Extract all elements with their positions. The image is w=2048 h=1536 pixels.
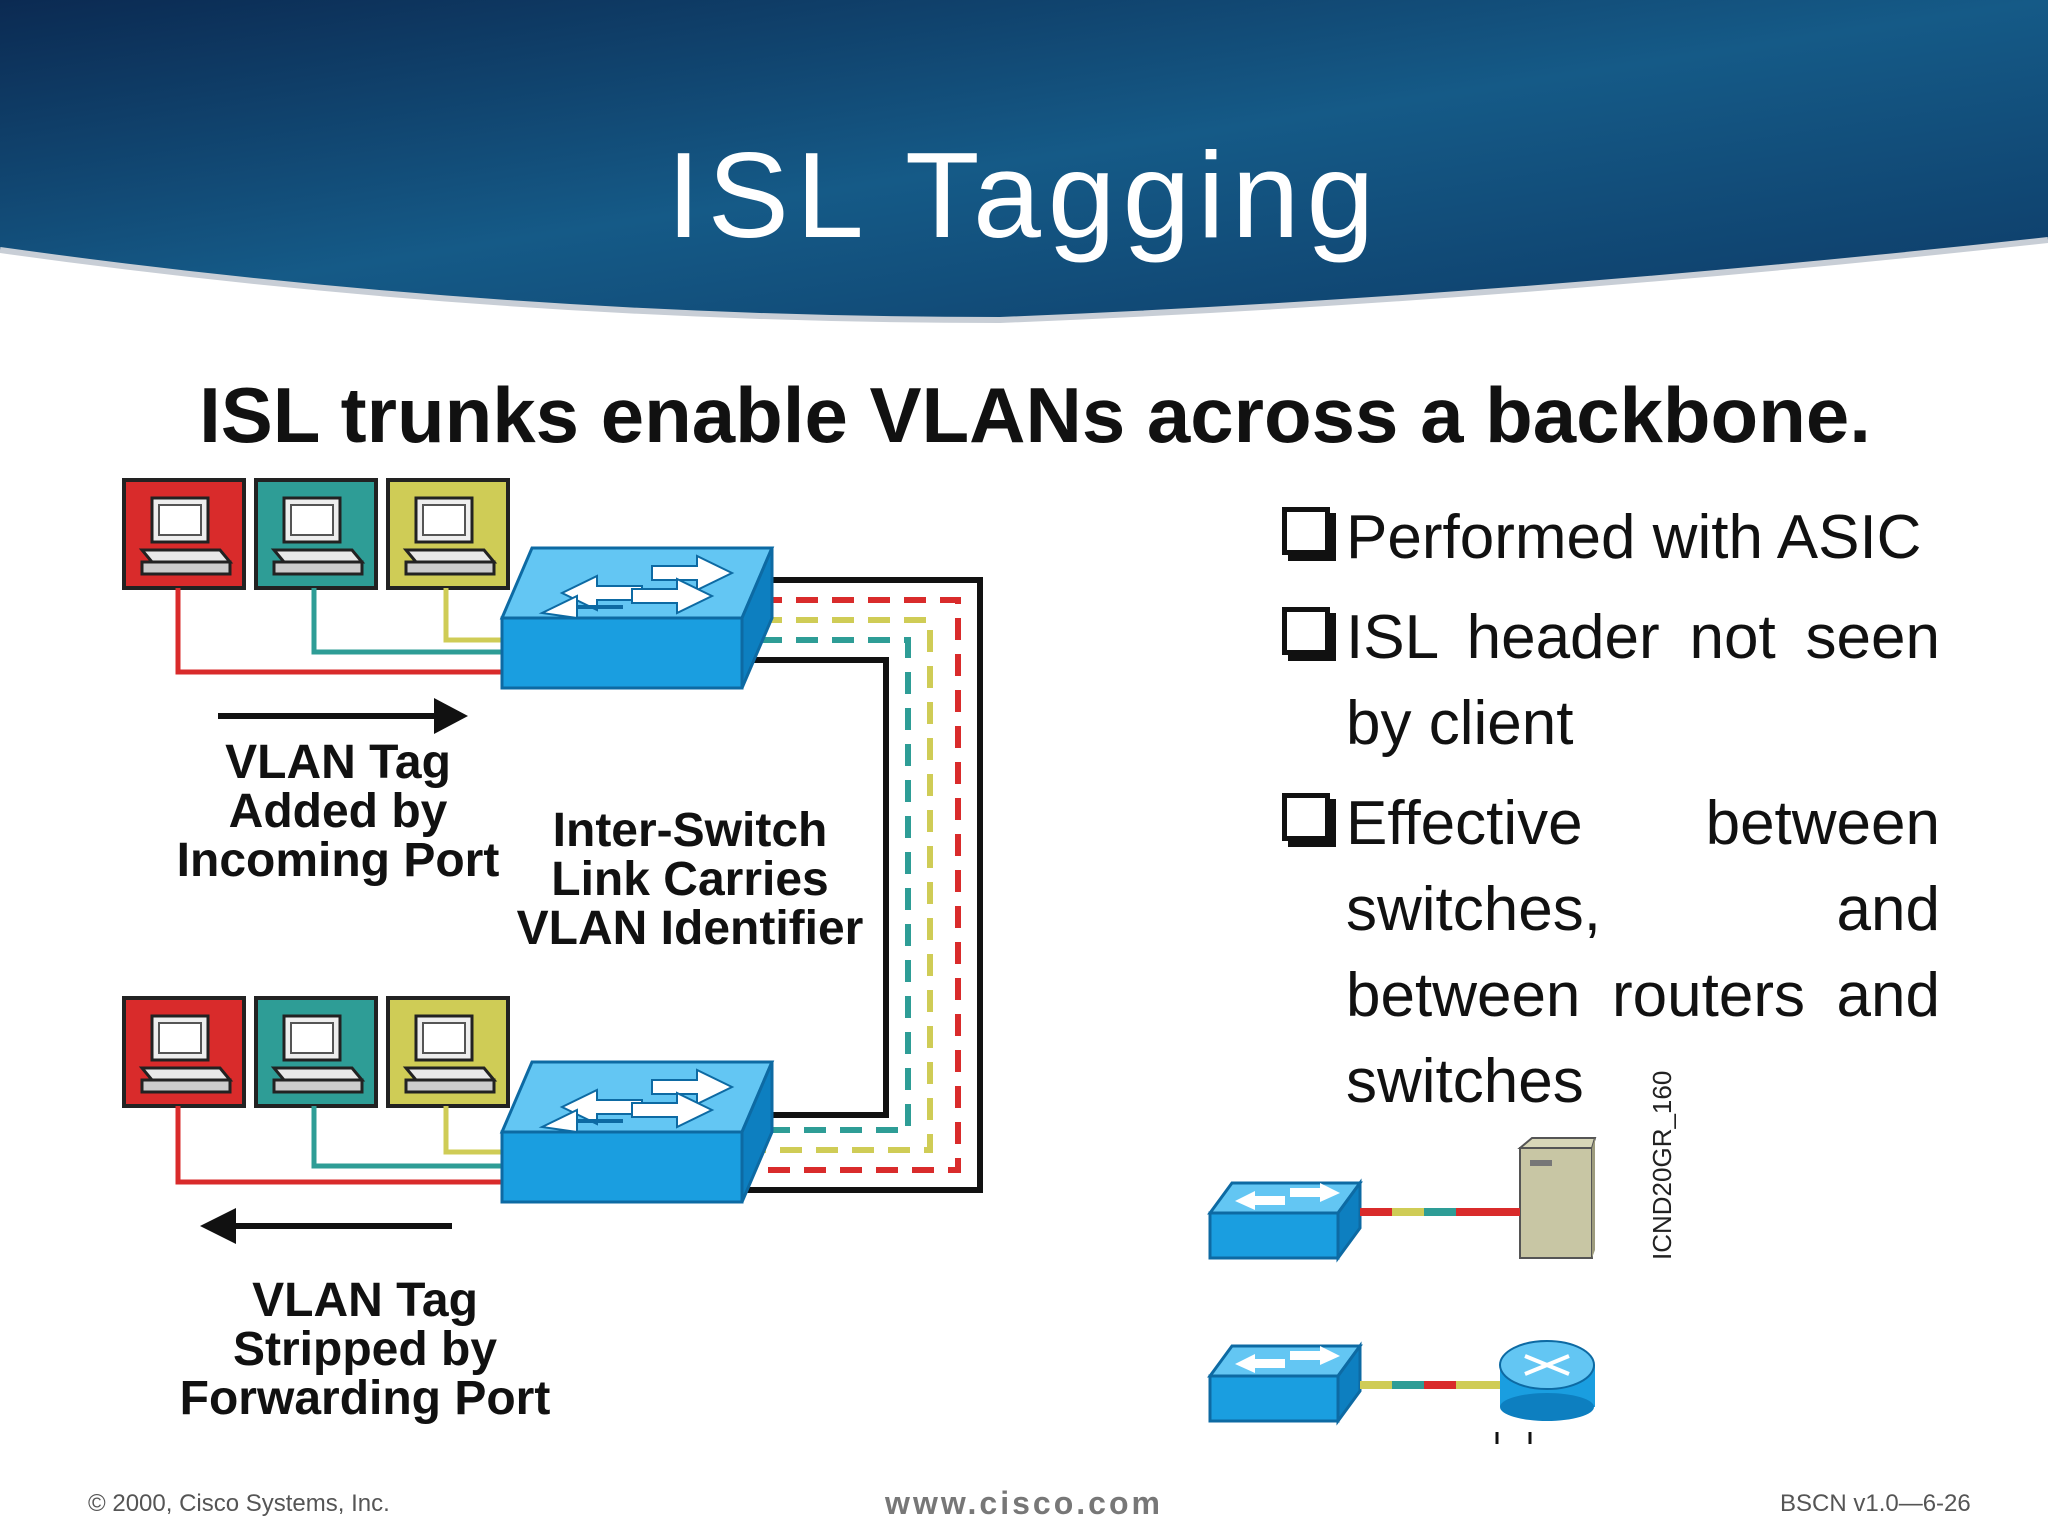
bullet-item: Effective between switches, and between … xyxy=(1280,781,1940,1125)
checkbox-icon xyxy=(1282,793,1330,841)
arrow-left-icon xyxy=(200,1208,452,1244)
footer-url: www.cisco.com xyxy=(885,1485,1163,1521)
bullet-item: Performed with ASIC xyxy=(1280,495,1940,581)
bullet-item: ISL header not seen by client xyxy=(1280,595,1940,767)
router-icon xyxy=(1499,1340,1595,1421)
title-banner xyxy=(0,0,2048,324)
pc-yellow-top xyxy=(386,478,510,590)
pc-red-bottom xyxy=(122,996,246,1108)
page-title: ISL Tagging xyxy=(666,127,1382,263)
page-subtitle: ISL trunks enable VLANs across a backbon… xyxy=(199,371,1871,459)
checkbox-icon xyxy=(1282,507,1330,555)
label-tag-added: VLAN Tag Added by Incoming Port xyxy=(176,736,500,887)
switch-bottom xyxy=(500,1060,774,1204)
pc-yellow-bottom xyxy=(386,996,510,1108)
label-tag-stripped: VLAN Tag Stripped by Forwarding Port xyxy=(179,1274,551,1425)
small-switch-top xyxy=(1208,1181,1362,1260)
footer-course-code: BSCN v1.0—6-26 xyxy=(1780,1490,1971,1517)
pc-red-top xyxy=(122,478,246,590)
checkbox-icon xyxy=(1282,607,1330,655)
pc-teal-bottom xyxy=(254,996,378,1108)
label-isl-link: Inter-Switch Link Carries VLAN Identifie… xyxy=(516,804,864,955)
footer-copyright: © 2000, Cisco Systems, Inc. xyxy=(88,1490,390,1517)
small-switch-bottom xyxy=(1208,1344,1362,1423)
server-icon xyxy=(1517,1137,1597,1259)
arrow-right-icon xyxy=(218,698,468,734)
switch-top xyxy=(500,546,774,690)
pc-teal-top xyxy=(254,478,378,590)
bullet-list: Performed with ASIC ISL header not seen … xyxy=(1280,495,1940,1139)
